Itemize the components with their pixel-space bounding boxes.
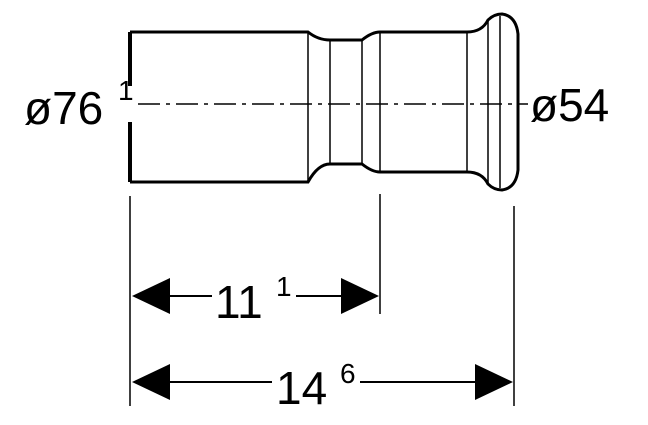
arrow-right-icon bbox=[341, 278, 379, 314]
body-outline bbox=[130, 12, 520, 192]
dimension-short-value: 11 bbox=[215, 276, 263, 328]
arrow-left-icon bbox=[132, 364, 170, 400]
arrow-left-icon bbox=[132, 278, 170, 314]
arrow-right-icon bbox=[475, 364, 513, 400]
dimension-short-superscript: 1 bbox=[276, 271, 292, 302]
dimension-total-value: 14 bbox=[276, 362, 327, 414]
fitting-body bbox=[128, 12, 520, 192]
dimension-total: 14 6 bbox=[132, 358, 513, 414]
dimension-total-superscript: 6 bbox=[340, 358, 356, 389]
left-diameter-label: ø76 bbox=[24, 82, 103, 134]
right-diameter-label: ø54 bbox=[530, 79, 609, 131]
dimension-short: 11 1 bbox=[132, 271, 379, 328]
left-diameter-superscript: 1 bbox=[118, 75, 134, 106]
